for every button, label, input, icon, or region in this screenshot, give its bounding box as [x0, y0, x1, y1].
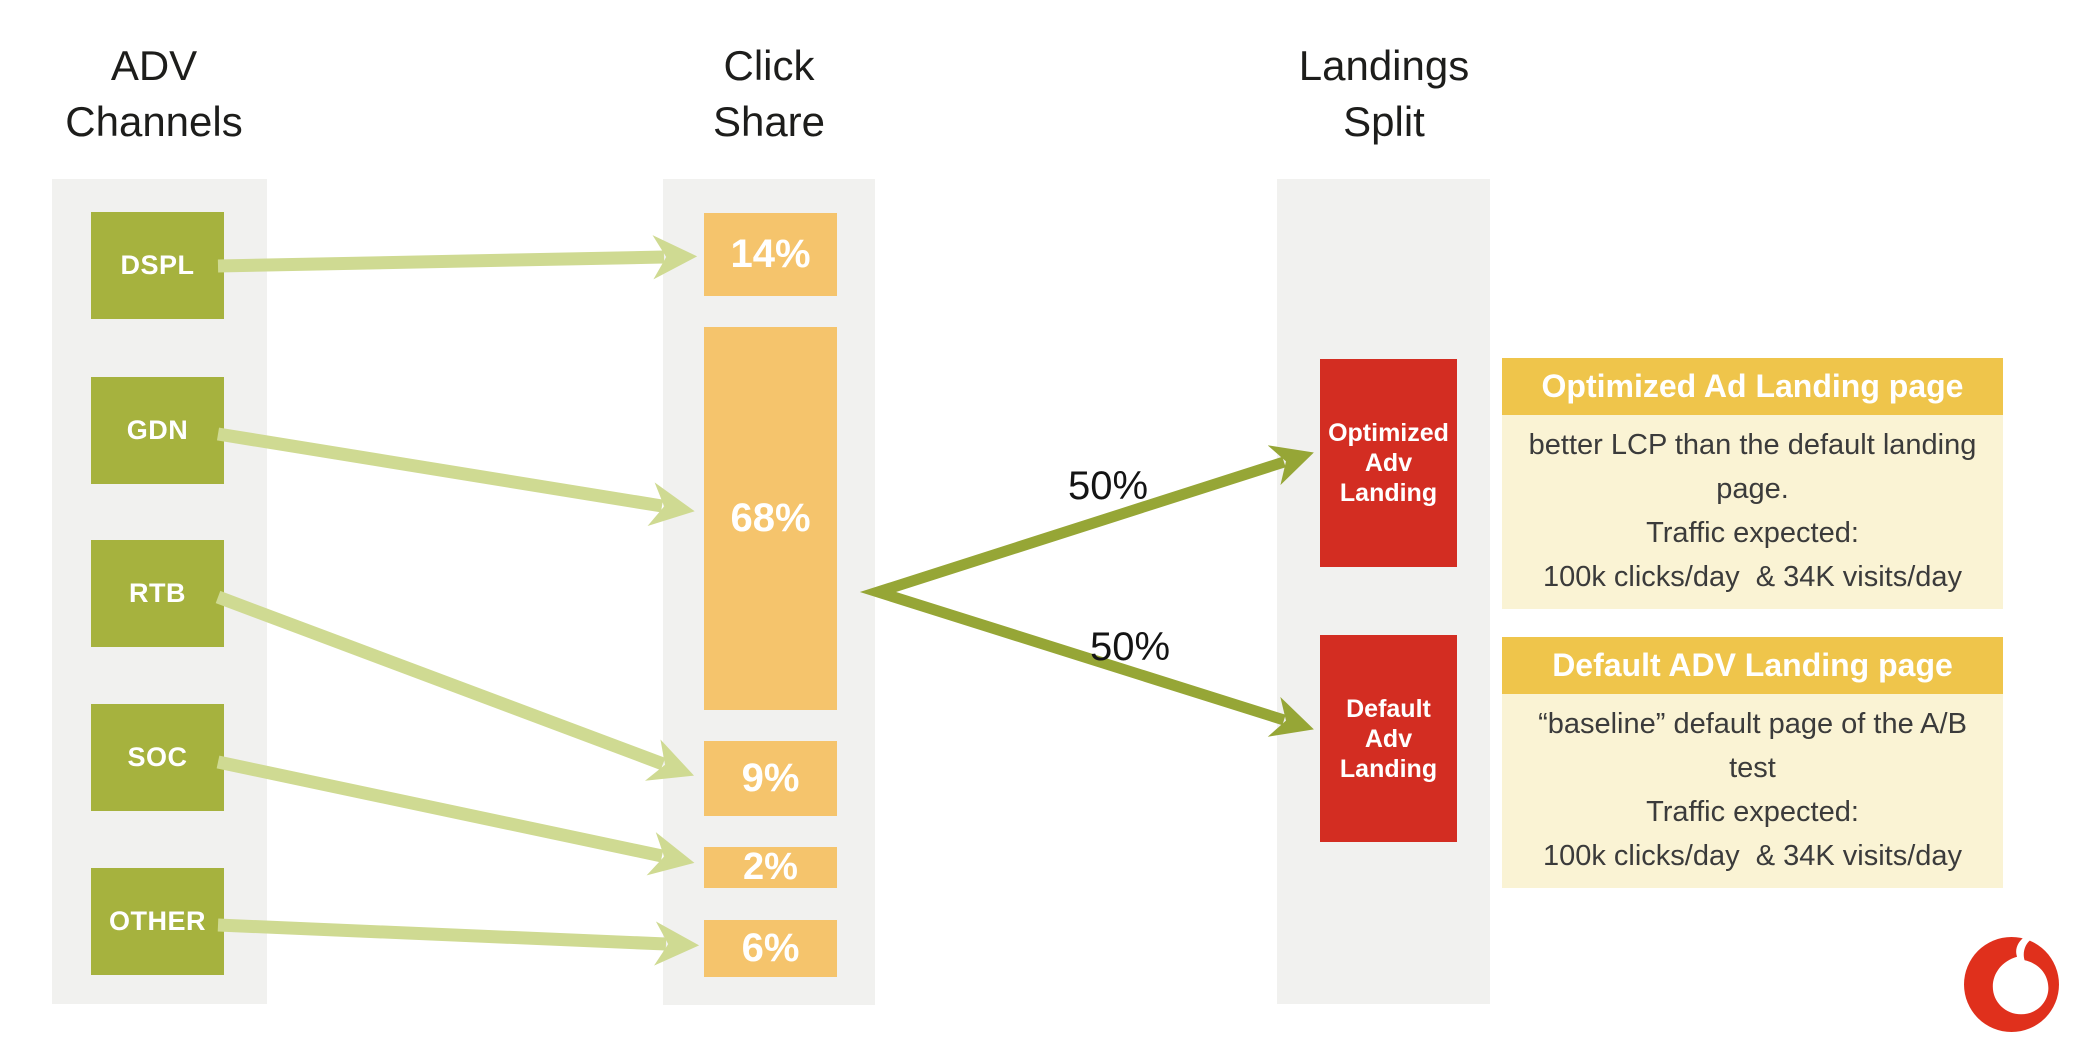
channel-box-dspl: DSPL [91, 212, 224, 319]
landing-default-line2: Adv [1364, 724, 1413, 753]
share-box-9: 9% [704, 741, 837, 816]
card-optimized-landing: Optimized Ad Landing page better LCP tha… [1502, 358, 2003, 609]
channel-label-rtb: RTB [129, 578, 186, 608]
vodafone-logo-speechmark [1992, 937, 2049, 1015]
card-default-landing: Default ADV Landing page “baseline” defa… [1502, 637, 2003, 888]
share-label-2: 2% [743, 846, 798, 888]
card-optimized-title: Optimized Ad Landing page [1502, 358, 2003, 415]
adv-channels-header-line1: ADV [110, 42, 198, 89]
card-optimized-line1: better LCP than the default landing page… [1528, 429, 1985, 505]
landing-optimized-line3: Landing [1339, 479, 1438, 507]
channel-label-dspl: DSPL [120, 250, 195, 280]
channel-label-soc: SOC [127, 742, 188, 772]
landings-split-header: Landings Split [1234, 38, 1534, 150]
landings-split-panel [1277, 179, 1490, 1004]
landing-optimized-line1: Optimized [1328, 419, 1449, 447]
share-label-68: 68% [730, 496, 811, 540]
share-label-14: 14% [730, 232, 811, 276]
share-label-6: 6% [741, 926, 800, 970]
flow-arrow-other-to-6 [217, 918, 700, 966]
channel-label-gdn: GDN [126, 415, 189, 445]
landings-split-header-line1: Landings [1298, 42, 1470, 89]
share-label-9: 9% [741, 756, 800, 800]
channel-box-other: OTHER [91, 868, 224, 975]
landing-default-line1: Default [1346, 694, 1431, 723]
click-share-header-line1: Click [723, 42, 815, 89]
flow-arrow-rtb-to-9 [215, 590, 695, 781]
channel-label-other: OTHER [109, 906, 206, 936]
landing-box-optimized: Optimized Adv Landing [1320, 359, 1457, 567]
card-default-line2: Traffic expected: [1646, 796, 1859, 828]
channel-box-rtb: RTB [91, 540, 224, 647]
click-share-header: Click Share [619, 38, 919, 150]
card-default-title: Default ADV Landing page [1502, 637, 2003, 694]
card-optimized-body: better LCP than the default landing page… [1502, 415, 2003, 609]
split-label-bottom: 50% [1089, 625, 1171, 669]
split-label-top: 50% [1067, 464, 1149, 508]
click-share-header-line2: Share [712, 98, 826, 145]
channel-box-soc: SOC [91, 704, 224, 811]
share-box-68: 68% [704, 327, 837, 710]
vodafone-logo [1964, 937, 2059, 1032]
share-box-6: 6% [704, 920, 837, 977]
card-optimized-line2: Traffic expected: [1646, 517, 1859, 549]
share-box-2: 2% [704, 846, 837, 888]
card-optimized-line3: 100k clicks/day & 34K visits/day [1542, 561, 1963, 593]
landing-optimized-line2: Adv [1364, 449, 1413, 477]
adv-channels-header: ADV Channels [4, 38, 304, 150]
flow-arrow-soc-to-2 [216, 755, 695, 876]
card-default-body: “baseline” default page of the A/B test … [1502, 694, 2003, 888]
adv-channels-header-line2: Channels [65, 98, 243, 145]
landing-box-default: Default Adv Landing [1320, 635, 1457, 842]
channel-box-gdn: GDN [91, 377, 224, 484]
share-box-14: 14% [704, 213, 837, 296]
card-default-line1: “baseline” default page of the A/B test [1538, 708, 1975, 784]
landings-split-header-line2: Split [1343, 98, 1425, 145]
flow-arrow-gdn-to-68 [216, 427, 695, 527]
flow-arrow-dspl-to-14 [217, 235, 698, 280]
card-default-line3: 100k clicks/day & 34K visits/day [1542, 840, 1963, 872]
landing-default-line3: Landing [1339, 754, 1438, 783]
